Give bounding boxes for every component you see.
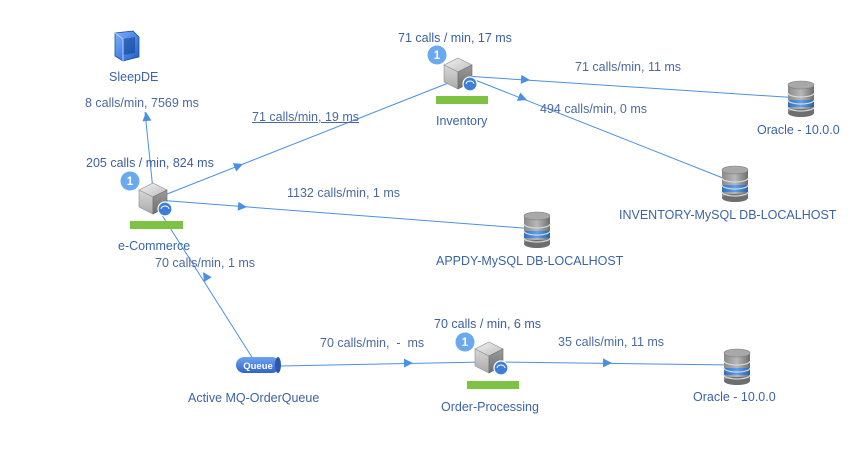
edge-inventory-oracle1[interactable] xyxy=(464,74,801,99)
edge-label: 494 calls/min, 0 ms xyxy=(540,102,647,116)
health-bar xyxy=(130,221,183,229)
node-label-inventory-mysql: INVENTORY-MySQL DB-LOCALHOST xyxy=(619,208,837,222)
edge-label: 35 calls/min, 11 ms xyxy=(558,335,665,349)
database-icon[interactable] xyxy=(523,211,551,249)
health-bar xyxy=(436,96,488,104)
edge-orderproc-oracle2[interactable] xyxy=(495,358,734,368)
node-metric-inventory: 71 calls / min, 17 ms xyxy=(398,31,512,45)
edges-layer xyxy=(142,74,801,368)
edge-mq-ecommerce[interactable] xyxy=(159,211,256,363)
node-badge-count: 1 xyxy=(462,337,469,349)
edge-label: 70 calls/min, 1 ms xyxy=(155,256,256,270)
node-label-oracle-1: Oracle - 10.0.0 xyxy=(757,123,840,137)
node-label-active-mq: Active MQ-OrderQueue xyxy=(188,391,320,405)
node-metric-ecommerce: 205 calls / min, 824 ms xyxy=(86,156,214,170)
health-bar xyxy=(467,381,519,389)
database-icon[interactable] xyxy=(787,80,815,118)
node-label-appdy-mysql: APPDY-MySQL DB-LOCALHOST xyxy=(436,254,624,268)
queue-icon[interactable]: Queue xyxy=(236,357,281,373)
database-icon[interactable] xyxy=(723,348,751,386)
edge-label: 1132 calls/min, 1 ms xyxy=(287,186,401,200)
node-label-ecommerce: e-Commerce xyxy=(118,239,191,253)
app-tier-cube-icon[interactable] xyxy=(443,57,478,92)
node-label-sleepde: SleepDE xyxy=(109,70,159,84)
node-badge-count: 1 xyxy=(127,176,134,188)
edge-mq-orderproc[interactable] xyxy=(279,358,485,368)
edge-ecommerce-sleepde[interactable] xyxy=(142,111,154,191)
app-tier-cube-icon[interactable] xyxy=(474,341,509,376)
edge-label: 8 calls/min, 7569 ms xyxy=(85,96,199,110)
edge-label: 70 calls/min, - ms xyxy=(320,336,425,350)
node-badge-count: 1 xyxy=(434,50,441,62)
edge-label[interactable]: 71 calls/min, 19 ms xyxy=(252,110,359,124)
node-label-order-processing: Order-Processing xyxy=(441,400,539,414)
node-metric-order-processing: 70 calls / min, 6 ms xyxy=(434,317,541,331)
remote-service-icon[interactable] xyxy=(114,30,140,62)
node-label-inventory: Inventory xyxy=(436,114,488,128)
queue-icon-text: Queue xyxy=(243,361,273,372)
edge-ecommerce-appdymysql[interactable] xyxy=(156,199,536,230)
node-label-oracle-2: Oracle - 10.0.0 xyxy=(693,390,776,404)
edge-inventory-invmysql[interactable] xyxy=(464,75,734,183)
edge-label: 71 calls/min, 11 ms xyxy=(575,60,682,74)
database-icon[interactable] xyxy=(721,165,749,203)
edge-ecommerce-inventory[interactable] xyxy=(156,79,457,199)
app-tier-cube-icon[interactable] xyxy=(138,182,173,217)
nodes-layer: Queue 1 1 1 xyxy=(114,30,815,389)
